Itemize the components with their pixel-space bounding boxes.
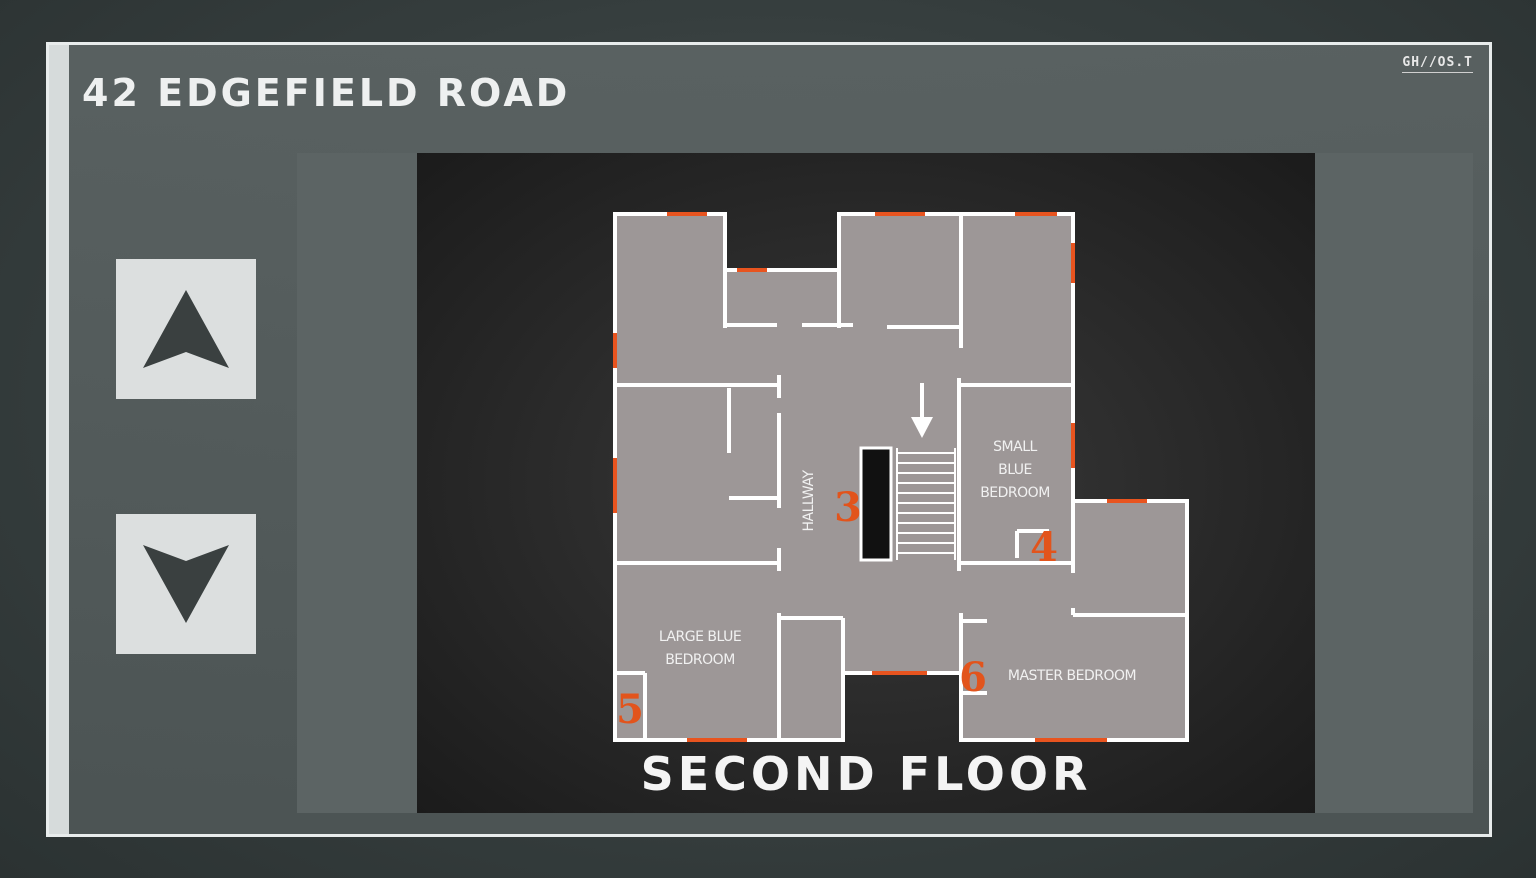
up-arrow-icon (143, 290, 229, 368)
interior-walls (615, 214, 1187, 740)
stairs-down-arrow-icon (911, 383, 933, 438)
small-blue-bedroom-label-line3: BEDROOM (980, 485, 1050, 501)
floor-label: SECOND FLOOR (640, 747, 1092, 801)
address-title: 42 EDGEFIELD ROAD (82, 71, 571, 115)
down-arrow-icon (143, 545, 229, 623)
map-panel: SMALL BLUE BEDROOM LARGE BLUE BEDROOM MA… (297, 153, 1473, 813)
large-blue-bedroom-label-line2: BEDROOM (665, 652, 735, 668)
ghost-logo: GH//OS.T (1402, 55, 1473, 73)
marker-6: 6 (959, 654, 987, 701)
floor-plan-view: SMALL BLUE BEDROOM LARGE BLUE BEDROOM MA… (417, 153, 1315, 813)
small-blue-bedroom-label-line2: BLUE (998, 462, 1032, 478)
floor-up-button[interactable] (116, 259, 256, 399)
map-frame: 42 EDGEFIELD ROAD GH//OS.T (46, 42, 1492, 837)
door-markers (613, 212, 1147, 742)
frame-side-bar (49, 45, 69, 834)
master-bedroom-label: MASTER BEDROOM (1008, 668, 1136, 684)
large-blue-bedroom-label-line1: LARGE BLUE (659, 629, 741, 645)
stairwell-void (859, 446, 893, 562)
marker-3: 3 (834, 484, 862, 531)
stair-steps (896, 448, 956, 560)
marker-5: 5 (616, 686, 644, 733)
floor-plan: SMALL BLUE BEDROOM LARGE BLUE BEDROOM MA… (613, 212, 1189, 742)
small-blue-bedroom-label-line1: SMALL (993, 439, 1037, 455)
floor-down-button[interactable] (116, 514, 256, 654)
marker-4: 4 (1030, 524, 1058, 571)
hallway-label: HALLWAY (801, 470, 817, 532)
